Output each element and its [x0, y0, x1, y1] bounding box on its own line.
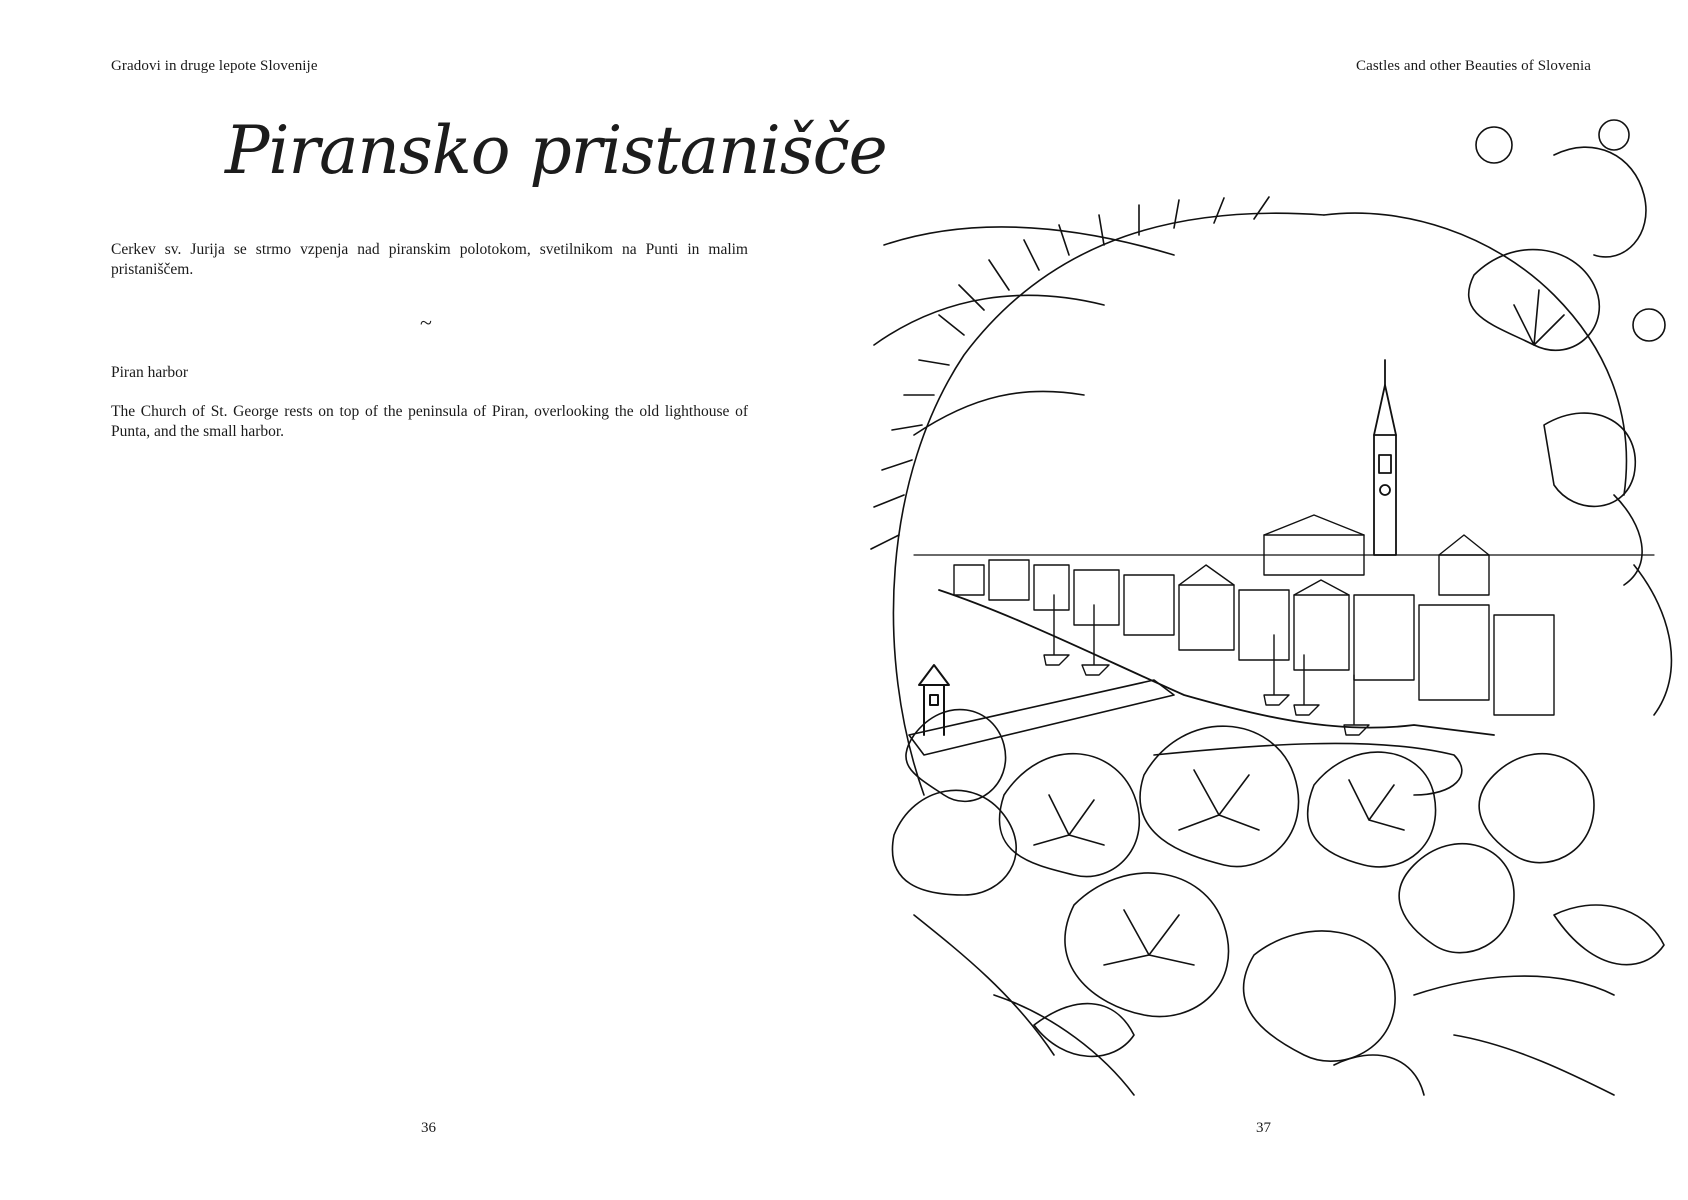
- running-head-left: Gradovi in druge lepote Slovenije: [111, 58, 318, 74]
- foliage-arch: [870, 119, 1673, 796]
- boats: [1043, 594, 1370, 736]
- page-title: Piransko pristanišče: [225, 112, 888, 189]
- town-buildings: [953, 514, 1555, 716]
- breakwater: [908, 679, 1175, 756]
- piran-harbor-illustration: [854, 95, 1688, 1115]
- section-separator: ~: [420, 310, 432, 335]
- coastline: [938, 589, 1495, 736]
- running-head-right: Castles and other Beauties of Slovenia: [1356, 58, 1591, 74]
- page-number-right: 37: [1256, 1120, 1271, 1136]
- paragraph-english: The Church of St. George rests on top of…: [111, 403, 748, 440]
- subheading-english: Piran harbor: [111, 364, 189, 381]
- lighthouse: [918, 664, 950, 736]
- bell-tower: [1373, 359, 1397, 556]
- flower-bed: [891, 708, 1665, 1096]
- right-page: Castles and other Beauties of Slovenia: [844, 0, 1688, 1200]
- left-page: Gradovi in druge lepote Slovenije Pirans…: [111, 58, 888, 1136]
- paragraph-slovene: Cerkev sv. Jurija se strmo vzpenja nad p…: [111, 241, 748, 278]
- page-number-left: 36: [421, 1120, 436, 1136]
